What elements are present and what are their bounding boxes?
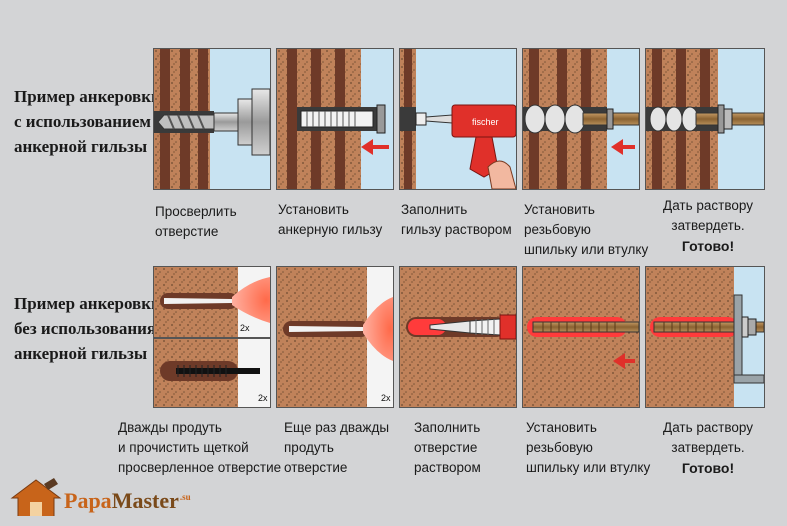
caption-line: Просверлить [155,204,237,219]
caption-line: резьбовую [524,222,591,237]
caption-line: анкерную гильзу [278,222,383,237]
caption-ready: Готово! [681,460,735,476]
papamaster-logo-icon [10,478,62,516]
row2-step4-caption: Установить резьбовую шпильку или втулку [526,418,650,478]
row1-step4-stud-panel [522,48,640,190]
row2-step2-blow-panel: 2x [276,266,394,408]
caption-line: гильзу раствором [401,222,512,237]
caption-line: Дать раствору [663,198,753,213]
caption-ready: Готово! [681,238,735,254]
row1-step2-sleeve-panel [276,48,394,190]
row1-step2-caption: Установить анкерную гильзу [278,200,382,240]
caption-line: и прочистить щеткой [118,440,249,455]
row2-step5-caption: Дать раствору затвердеть. Готово! [653,418,763,478]
caption-line: шпильку или втулку [526,460,651,475]
caption-line: Установить [524,202,595,217]
row2-step4-stud-panel [522,266,640,408]
caption-line: Дважды продуть [118,420,222,435]
row1-step4-caption: Установить резьбовую шпильку или втулку [524,200,648,260]
caption-line: Установить [526,420,597,435]
caption-line: затвердеть. [671,218,745,233]
gun-brand-label: fischer [472,117,499,127]
row1-title: Пример анкеровки с использованием анкерн… [14,84,161,159]
row1-step3-caption: Заполнить гильзу раствором [401,200,512,240]
row2-title-line3: анкерной гильзы [14,344,148,363]
row2-step3-caption: Заполнить отверстие раствором [414,418,481,478]
papamaster-logo: PapaMaster.su [64,488,191,514]
row1-step5-caption: Дать раствору затвердеть. Готово! [653,196,763,256]
row2-step1-caption: Дважды продуть и прочистить щеткой просв… [118,418,281,478]
row1-step3-fill-panel: fischer [399,48,517,190]
row1-step5-done-panel [645,48,765,190]
row1-title-line2: с использованием [14,112,151,131]
row2-step3-fill-panel [399,266,517,408]
row2-title-line1: Пример анкеровки [14,294,161,313]
caption-line: Еще раз дважды [284,420,390,435]
row2-title-line2: без использования [14,319,157,338]
caption-line: затвердеть. [671,440,745,455]
row2-step5-done-panel [645,266,765,408]
row1-title-line3: анкерной гильзы [14,137,148,156]
badge-2x: 2x [258,393,268,403]
logo-suffix: .su [179,491,191,502]
caption-line: раствором [414,460,481,475]
row1-title-line1: Пример анкеровки [14,87,161,106]
logo-brand-part2: Master [111,488,179,513]
caption-line: отверстие [284,460,348,475]
row2-title: Пример анкеровки без использования анкер… [14,291,161,366]
logo-brand-part1: Papa [64,488,112,513]
badge-2x: 2x [381,393,391,403]
caption-line: резьбовую [526,440,593,455]
caption-line: отверстие [414,440,478,455]
caption-line: Заполнить [414,420,481,435]
caption-line: Заполнить [401,202,468,217]
caption-line: продуть [284,440,334,455]
caption-line: Дать раствору [663,420,753,435]
badge-2x: 2x [240,323,250,333]
caption-line: Установить [278,202,349,217]
row2-step1-blow-panel: 2x 2x [153,266,271,408]
caption-line: просверленное отверстие [118,460,282,475]
caption-line: отверстие [155,224,219,239]
row1-step1-drill-panel [153,48,271,190]
row2-step2-caption: Еще раз дважды продуть отверстие [284,418,389,478]
caption-line: шпильку или втулку [524,242,649,257]
row1-step1-caption: Просверлить отверстие [155,202,237,242]
